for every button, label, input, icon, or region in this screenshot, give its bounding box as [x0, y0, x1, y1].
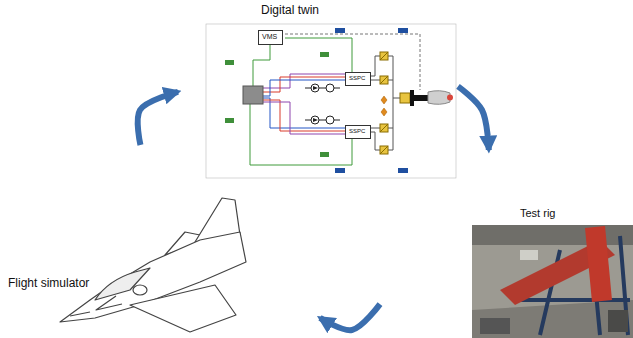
- schematic: [326, 116, 334, 124]
- schematic: [285, 34, 420, 90]
- schematic: [381, 96, 387, 116]
- schematic: [305, 88, 340, 120]
- schematic: [335, 168, 345, 173]
- schematic: [414, 95, 428, 101]
- schematic: [243, 86, 263, 104]
- schematic-region: VMS SSPC SSPC Digital twin: [178, 0, 458, 180]
- region-title: Test rig: [520, 207, 555, 219]
- schematic: [263, 80, 345, 96]
- schematic: [380, 52, 410, 154]
- box-label: VMS: [262, 33, 277, 41]
- region-title: Digital twin: [261, 3, 319, 17]
- schematic: [253, 42, 270, 86]
- test-rig-photo: [480, 318, 510, 334]
- test-rig-photo: [472, 225, 633, 338]
- schematic: [206, 24, 456, 178]
- box-label: SSPC: [349, 75, 365, 82]
- jet-drawing: [95, 268, 150, 300]
- test-rig-photo: [472, 225, 633, 338]
- test-rig-photo: [472, 225, 633, 245]
- cycle-arrow: [320, 304, 380, 330]
- schematic: [313, 86, 318, 122]
- schematic: [263, 102, 345, 134]
- jet-drawing: [60, 198, 246, 332]
- controller-box: VMS: [258, 30, 283, 45]
- schematic: [398, 168, 408, 173]
- region-title: Flight simulator: [8, 276, 89, 290]
- test-rig-photo: [520, 250, 538, 260]
- schematic: [326, 84, 334, 92]
- jet-drawing: [133, 285, 147, 295]
- schematic: [263, 100, 345, 131]
- schematic: [335, 28, 345, 33]
- test-rig-photo: [585, 226, 612, 302]
- cycle-arrow: [138, 92, 178, 145]
- test-rig-photo: [608, 310, 628, 332]
- schematic: [206, 24, 456, 178]
- power-controller-box: SSPC: [345, 72, 371, 86]
- schematic: [263, 77, 345, 92]
- schematic: [388, 56, 400, 150]
- schematic: [380, 52, 388, 154]
- jet-drawing: [96, 296, 122, 310]
- schematic: [285, 38, 352, 72]
- schematic: [447, 95, 453, 101]
- cycle-arrow: [458, 86, 489, 150]
- power-controller-box: SSPC: [345, 125, 371, 139]
- schematic: [225, 60, 234, 65]
- test-rig-region: Test rig: [380, 150, 633, 338]
- schematic: [428, 91, 450, 105]
- schematic: [320, 152, 329, 157]
- flight-simulator-region: Flight simulator: [5, 145, 320, 335]
- jet-drawing: [70, 312, 90, 316]
- schematic: [410, 90, 414, 106]
- schematic: [320, 52, 329, 57]
- schematic: [370, 56, 380, 150]
- jet-drawing: [130, 285, 236, 332]
- schematic: [400, 93, 410, 103]
- box-label: SSPC: [349, 128, 365, 135]
- test-rig-photo: [472, 300, 633, 338]
- schematic: [225, 118, 234, 123]
- schematic: [398, 28, 408, 33]
